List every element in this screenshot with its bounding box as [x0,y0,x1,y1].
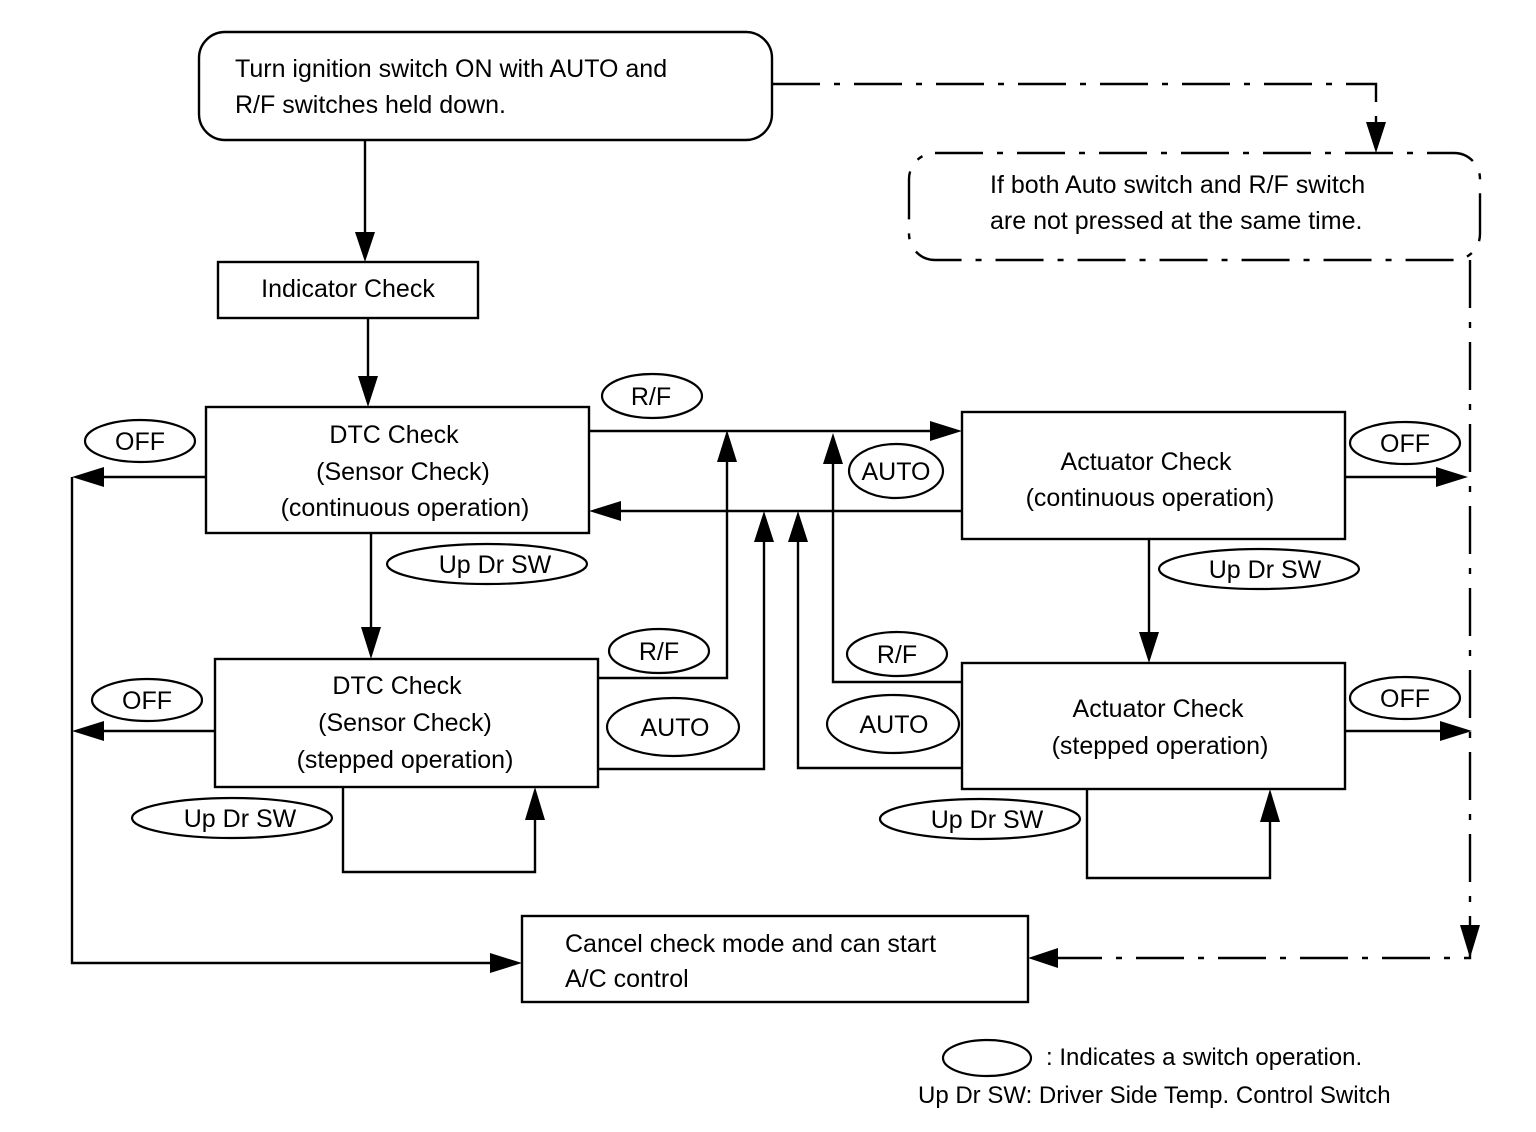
switch-updrsw-actuator: Up Dr SW [1157,547,1361,591]
dtc-stepped-line-3: (stepped operation) [297,746,514,774]
connector-alt-to-cancel-dashed [1056,260,1472,960]
dtc-continuous-line-2: (Sensor Check) [316,458,490,486]
switch-auto-dtc-stepped: AUTO [605,696,741,758]
switch-label: Up Dr SW [931,806,1044,834]
arrowhead-left [1028,948,1058,968]
legend-oval-icon [941,1038,1033,1078]
switch-label: Up Dr SW [439,551,552,579]
legend-oval-meaning: : Indicates a switch operation. [1046,1044,1362,1071]
dtc-continuous-box: DTC Check (Sensor Check) (continuous ope… [204,405,591,535]
arrowhead-right [1440,721,1472,741]
connector-actuator-stepped-auto-up [796,535,962,770]
actuator-continuous-box: Actuator Check (continuous operation) [960,410,1347,541]
switch-off-dtc-continuous: OFF [83,418,197,464]
legend-abbrev: Up Dr SW: Driver Side Temp. Control Swit… [918,1082,1391,1109]
switch-label: R/F [639,638,679,666]
actuator-continuous-line-1: Actuator Check [1061,448,1232,476]
switch-updrsw-dtc-stepped: Up Dr SW [130,796,334,840]
connector-actuator-stepped-rf-up [831,455,962,684]
start-box: Turn ignition switch ON with AUTO and R/… [197,30,774,142]
switch-label: R/F [631,383,671,411]
arrowhead-left [72,721,104,741]
switch-rf-actuator-stepped: R/F [845,630,949,678]
arrowhead-right [930,421,962,441]
switch-label: OFF [115,428,165,456]
switch-label: OFF [122,687,172,715]
switch-auto-actuator-stepped: AUTO [825,693,961,755]
connector-dtc-stepped-loop [341,787,537,874]
alt-box-line-2: are not pressed at the same time. [990,207,1362,235]
start-box-line-2: R/F switches held down. [235,91,506,119]
switch-auto-top: AUTO [847,442,945,500]
indicator-check-label: Indicator Check [261,275,435,303]
switch-label: OFF [1380,430,1430,458]
arrowhead-down [1460,925,1480,958]
switch-label: OFF [1380,685,1430,713]
start-box-line-1: Turn ignition switch ON with AUTO and [235,55,667,83]
arrowhead-down [1139,632,1159,663]
arrowhead-right [1436,467,1468,487]
switch-rf-dtc-stepped: R/F [607,627,711,675]
arrowhead-left [72,467,104,487]
dtc-stepped-line-2: (Sensor Check) [318,709,492,737]
switch-label: Up Dr SW [184,805,297,833]
actuator-stepped-line-1: Actuator Check [1073,695,1244,723]
arrowhead-down [1366,122,1386,153]
switch-off-dtc-stepped: OFF [90,677,204,723]
arrowhead-down [355,232,375,262]
arrowhead-right [490,953,522,973]
arrowhead-up [1260,789,1280,822]
dtc-stepped-line-1: DTC Check [332,672,462,700]
switch-label: AUTO [641,714,710,742]
switch-off-actuator-stepped: OFF [1348,675,1462,721]
switch-label: R/F [877,641,917,669]
arrowhead-up [754,511,774,542]
alt-condition-box: If both Auto switch and R/F switch are n… [907,151,1482,262]
arrowhead-up [823,433,843,464]
dtc-continuous-line-3: (continuous operation) [281,494,530,522]
switch-off-actuator-continuous: OFF [1348,420,1462,466]
actuator-continuous-line-2: (continuous operation) [1026,484,1275,512]
dtc-continuous-line-1: DTC Check [329,421,459,449]
connector-actuator-stepped-loop [1085,789,1272,880]
cancel-check-box: Cancel check mode and can start A/C cont… [520,914,1030,1004]
arrowhead-up [788,511,808,542]
cancel-box-line-1: Cancel check mode and can start [565,930,936,958]
arrowhead-down [358,376,378,407]
connector-left-bus-to-cancel [70,477,495,965]
arrowhead-down [361,627,381,659]
connector-dtc-stepped-rf-up [598,455,729,680]
arrowhead-up [717,430,737,462]
switch-rf-top: R/F [600,372,704,420]
actuator-stepped-line-2: (stepped operation) [1052,732,1269,760]
switch-label: AUTO [862,458,931,486]
switch-updrsw-dtc: Up Dr SW [385,542,589,586]
cancel-box-line-2: A/C control [565,965,689,993]
arrowhead-left [589,501,621,521]
connector-start-to-alt-dashed [772,82,1378,130]
switch-label: Up Dr SW [1209,556,1322,584]
indicator-check-box: Indicator Check [216,260,480,320]
alt-box-line-1: If both Auto switch and R/F switch [990,171,1365,199]
arrowhead-up [525,787,545,820]
legend: : Indicates a switch operation. Up Dr SW… [918,1038,1391,1109]
actuator-stepped-box: Actuator Check (stepped operation) [960,661,1347,791]
switch-updrsw-actuator-stepped: Up Dr SW [878,797,1082,841]
switch-label: AUTO [860,711,929,739]
dtc-stepped-box: DTC Check (Sensor Check) (stepped operat… [213,657,600,789]
connector-dtc-stepped-auto-up [598,535,766,771]
